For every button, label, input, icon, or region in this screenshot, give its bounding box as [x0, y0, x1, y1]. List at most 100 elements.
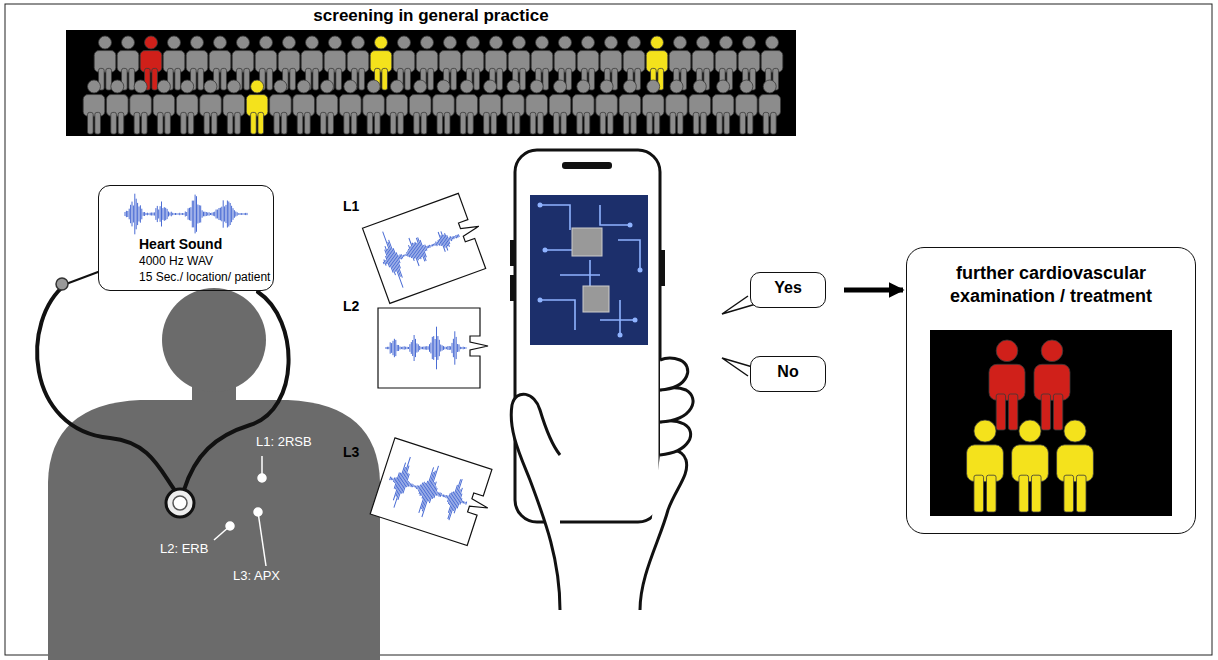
person-torso	[531, 51, 553, 73]
person-head	[274, 80, 287, 93]
person-torso	[117, 51, 139, 73]
waveform	[373, 208, 469, 291]
person-figure	[107, 80, 129, 134]
person-head	[763, 80, 776, 93]
person-head	[421, 36, 434, 49]
person-leg	[986, 475, 996, 512]
person-leg	[297, 112, 303, 134]
person-leg	[165, 112, 171, 134]
person-torso	[409, 95, 431, 117]
person-leg	[460, 112, 466, 134]
person-leg	[251, 112, 257, 134]
person-leg	[321, 112, 327, 134]
person-head	[111, 80, 124, 93]
person-torso	[1057, 445, 1094, 482]
person-head	[670, 80, 683, 93]
person-leg	[701, 112, 707, 134]
stethoscope	[37, 272, 288, 492]
person-figure	[83, 80, 105, 134]
card-outline	[362, 191, 493, 304]
person-torso	[246, 95, 268, 117]
person-leg	[724, 112, 730, 134]
person-leg	[654, 112, 660, 134]
person-head	[740, 80, 753, 93]
flow-arrow	[844, 288, 903, 293]
chest-piece-inner	[173, 496, 187, 510]
location-label: L3: APX	[233, 568, 280, 583]
person-leg	[584, 112, 590, 134]
person-leg	[444, 112, 450, 134]
person-head	[204, 80, 217, 93]
person-figure	[989, 340, 1025, 430]
person-head	[390, 80, 403, 93]
person-figure	[736, 80, 758, 134]
person-figure	[967, 420, 1004, 512]
person-torso	[715, 51, 737, 73]
person-figure	[1012, 420, 1049, 512]
person-torso	[416, 51, 438, 73]
person-torso	[153, 95, 175, 117]
person-head	[647, 80, 660, 93]
person-leg	[175, 68, 181, 90]
person-leg	[290, 68, 296, 90]
person-leg	[267, 68, 273, 90]
person-head	[577, 80, 590, 93]
person-head	[344, 80, 357, 93]
recording-card	[362, 191, 493, 304]
person-torso	[393, 51, 415, 73]
person-torso	[301, 51, 323, 73]
person-torso	[223, 95, 245, 117]
person-leg	[451, 68, 457, 90]
person-leg	[390, 112, 396, 134]
person-leg	[996, 394, 1005, 430]
node-heading: Heart Sound	[139, 236, 267, 252]
person-torso	[456, 95, 478, 117]
person-torso	[596, 95, 618, 117]
person-head	[191, 36, 204, 49]
node-heading: No	[757, 363, 819, 381]
recording-card	[378, 308, 488, 388]
person-leg	[351, 112, 357, 134]
person-figure	[759, 80, 781, 134]
person-leg	[623, 112, 629, 134]
person-leg	[647, 112, 653, 134]
person-head	[559, 36, 572, 49]
person-head	[321, 80, 334, 93]
person-leg	[382, 68, 388, 90]
referred-figures	[967, 340, 1094, 512]
person-torso	[761, 51, 783, 73]
person-torso	[439, 51, 461, 73]
person-leg	[1019, 475, 1029, 512]
person-figure	[479, 80, 501, 134]
person-leg	[152, 68, 158, 90]
person-head	[181, 80, 194, 93]
person-leg	[1076, 475, 1086, 512]
person-leg	[313, 68, 319, 90]
person-torso	[577, 51, 599, 73]
person-torso	[370, 51, 392, 73]
person-leg	[118, 112, 124, 134]
person-head	[513, 36, 526, 49]
person-torso	[669, 51, 691, 73]
person-leg	[468, 112, 474, 134]
person-leg	[141, 112, 147, 134]
person-head	[145, 36, 158, 49]
person-torso	[759, 95, 781, 117]
person-figure	[689, 80, 711, 134]
person-figure	[1034, 340, 1070, 430]
person-torso	[600, 51, 622, 73]
person-figure	[456, 80, 478, 134]
person-head	[974, 420, 996, 442]
person-torso	[94, 51, 116, 73]
person-leg	[305, 112, 311, 134]
person-head	[554, 80, 567, 93]
person-head	[297, 80, 310, 93]
person-leg	[561, 112, 567, 134]
person-leg	[600, 112, 606, 134]
person-leg	[235, 112, 241, 134]
person-torso	[642, 95, 664, 117]
person-torso	[712, 95, 734, 117]
person-head	[484, 80, 497, 93]
person-torso	[479, 95, 501, 117]
